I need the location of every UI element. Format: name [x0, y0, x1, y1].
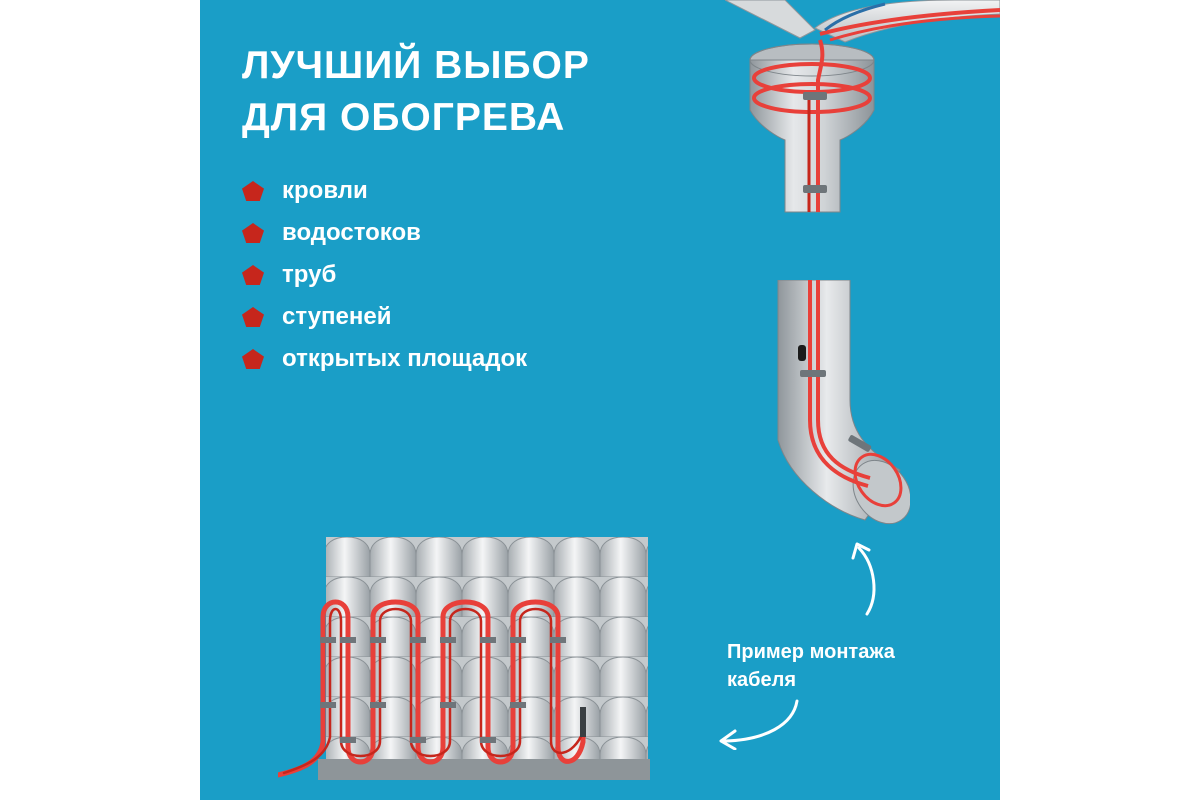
- pentagon-bullet-icon: [242, 307, 264, 327]
- curved-arrow-up-icon: [851, 542, 876, 616]
- roof-tiles-illustration: [278, 537, 650, 780]
- feature-list: кровли водостоков труб ступеней открытых…: [242, 170, 527, 380]
- caption-line-2: кабеля: [727, 669, 796, 691]
- feature-item: ступеней: [242, 296, 527, 338]
- feature-label: водостоков: [282, 219, 421, 246]
- headline: ЛУЧШИЙ ВЫБОР ДЛЯ ОБОГРЕВА: [242, 40, 590, 144]
- feature-item: открытых площадок: [242, 338, 527, 380]
- feature-item: труб: [242, 254, 527, 296]
- feature-label: ступеней: [282, 303, 392, 330]
- feature-item: кровли: [242, 170, 527, 212]
- downpipe-elbow-illustration: [777, 280, 910, 525]
- pentagon-bullet-icon: [242, 349, 264, 369]
- feature-label: труб: [282, 261, 337, 288]
- pentagon-bullet-icon: [242, 265, 264, 285]
- pentagon-bullet-icon: [242, 223, 264, 243]
- caption-line-1: Пример монтажа: [727, 641, 895, 663]
- feature-item: водостоков: [242, 212, 527, 254]
- gutter-funnel-illustration: [725, 0, 1000, 213]
- headline-line-1: ЛУЧШИЙ ВЫБОР: [242, 44, 590, 87]
- installation-caption: Пример монтажа кабеля: [727, 638, 895, 694]
- product-card: ЛУЧШИЙ ВЫБОР ДЛЯ ОБОГРЕВА кровли водосто…: [200, 0, 1000, 800]
- headline-line-2: ДЛЯ ОБОГРЕВА: [242, 96, 566, 139]
- pentagon-bullet-icon: [242, 181, 264, 201]
- curved-arrow-left-icon: [719, 699, 799, 750]
- feature-label: открытых площадок: [282, 345, 528, 372]
- feature-label: кровли: [282, 177, 368, 204]
